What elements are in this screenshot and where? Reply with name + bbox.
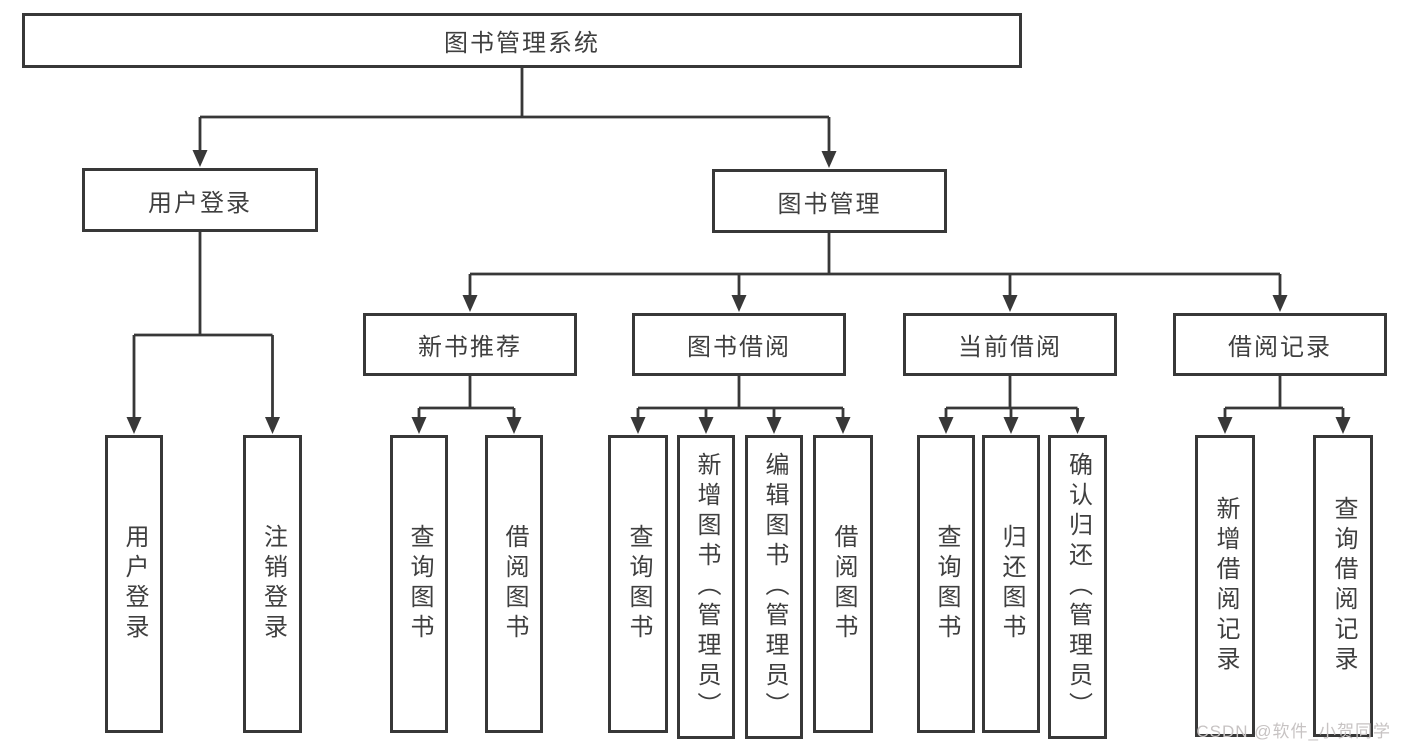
node-library-system-label: 图书管理系统 [444,30,600,57]
leaf-records-add-record: 新增借阅记录 [1195,435,1255,737]
node-new-book-recommend: 新书推荐 [363,313,577,376]
leaf-borrowing-add-book-admin-label: 新增图书（管理员） [693,452,720,722]
leaf-borrowing-query-book-label: 查询图书 [625,524,652,644]
leaf-current-confirm-return-admin-label: 确认归还（管理员） [1064,452,1092,722]
node-borrowing-records-label: 借阅记录 [1228,334,1332,361]
node-current-borrowing: 当前借阅 [903,313,1117,376]
leaf-borrowing-add-book-admin: 新增图书（管理员） [677,435,735,739]
node-new-book-recommend-label: 新书推荐 [418,334,522,361]
leaf-user-login: 用户登录 [105,435,163,733]
leaf-current-return-book: 归还图书 [982,435,1040,733]
node-user-login: 用户登录 [82,168,318,232]
node-library-system: 图书管理系统 [22,13,1022,68]
node-current-borrowing-label: 当前借阅 [958,334,1062,361]
node-book-borrowing-label: 图书借阅 [687,334,791,361]
leaf-borrowing-borrow-book: 借阅图书 [813,435,873,733]
node-book-borrowing: 图书借阅 [632,313,846,376]
leaf-recommend-query-book-label: 查询图书 [406,524,433,644]
leaf-borrowing-edit-book-admin: 编辑图书（管理员） [745,435,803,739]
leaf-recommend-borrow-book: 借阅图书 [485,435,543,733]
leaf-records-query-record-label: 查询借阅记录 [1330,496,1357,676]
node-book-management-label: 图书管理 [777,190,882,218]
node-borrowing-records: 借阅记录 [1173,313,1387,376]
leaf-current-confirm-return-admin: 确认归还（管理员） [1048,435,1107,739]
leaf-current-return-book-label: 归还图书 [998,524,1025,644]
leaf-borrowing-edit-book-admin-label: 编辑图书（管理员） [761,452,788,722]
leaf-current-query-book: 查询图书 [917,435,975,733]
node-user-login-label: 用户登录 [148,189,252,217]
leaf-logout: 注销登录 [243,435,302,733]
leaf-current-query-book-label: 查询图书 [933,524,960,644]
node-book-management: 图书管理 [712,169,947,233]
leaf-borrowing-borrow-book-label: 借阅图书 [830,524,857,644]
watermark: CSDN @软件_小贺同学 [1196,722,1391,741]
leaf-user-login-label: 用户登录 [121,524,148,644]
leaf-recommend-query-book: 查询图书 [390,435,448,733]
leaf-logout-label: 注销登录 [259,524,287,644]
leaf-recommend-borrow-book-label: 借阅图书 [501,524,528,644]
leaf-records-add-record-label: 新增借阅记录 [1212,496,1239,676]
leaf-records-query-record: 查询借阅记录 [1313,435,1373,737]
leaf-borrowing-query-book: 查询图书 [608,435,668,733]
